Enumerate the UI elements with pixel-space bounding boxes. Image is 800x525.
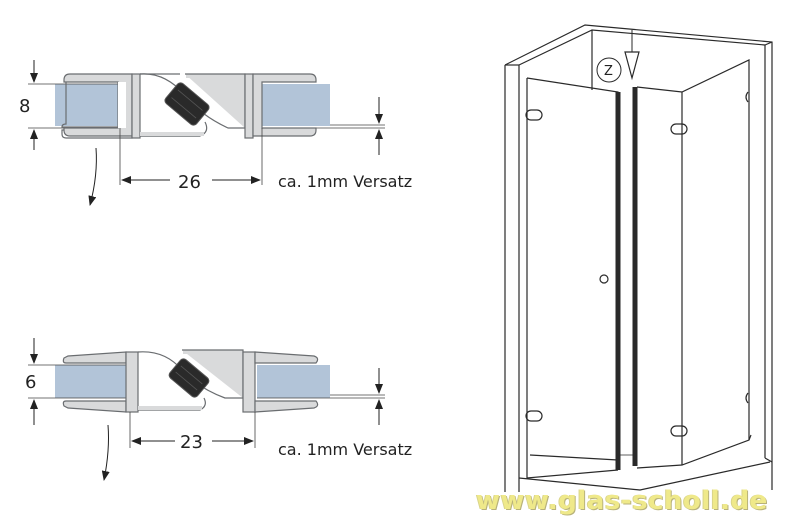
magnet-seal-center bbox=[137, 349, 244, 411]
detail-marker bbox=[596, 57, 622, 83]
shower-enclosure-illustration bbox=[504, 24, 773, 492]
offset-note: ca. 1mm Versatz bbox=[278, 172, 412, 191]
thickness-label: 6 bbox=[25, 372, 36, 393]
left-seal-profile bbox=[62, 351, 139, 413]
glass-pane-right bbox=[262, 84, 330, 126]
rotation-arrow bbox=[88, 147, 97, 206]
right-seal-profile bbox=[242, 351, 319, 413]
width-label: 23 bbox=[180, 432, 203, 453]
magnet-strip bbox=[168, 358, 210, 398]
glass-pane-right bbox=[257, 365, 330, 398]
magnet-strip bbox=[164, 82, 210, 126]
detail-marker-label: Z bbox=[604, 64, 613, 79]
glass-pane-left bbox=[55, 84, 120, 126]
rotation-arrow bbox=[101, 424, 110, 481]
watermark: www.glas-scholl.de bbox=[476, 486, 768, 516]
bottom-profile-diagram: 6 23 ca. 1mm Versatz bbox=[25, 338, 412, 481]
thickness-label: 8 bbox=[19, 96, 30, 117]
top-profile-diagram: 8 26 ca. 1mm Versatz bbox=[19, 60, 412, 206]
door-knob bbox=[599, 274, 609, 284]
magnet-seal-center bbox=[139, 73, 246, 137]
width-label: 26 bbox=[178, 172, 201, 193]
glass-pane-left bbox=[55, 365, 130, 398]
offset-note: ca. 1mm Versatz bbox=[278, 440, 412, 459]
